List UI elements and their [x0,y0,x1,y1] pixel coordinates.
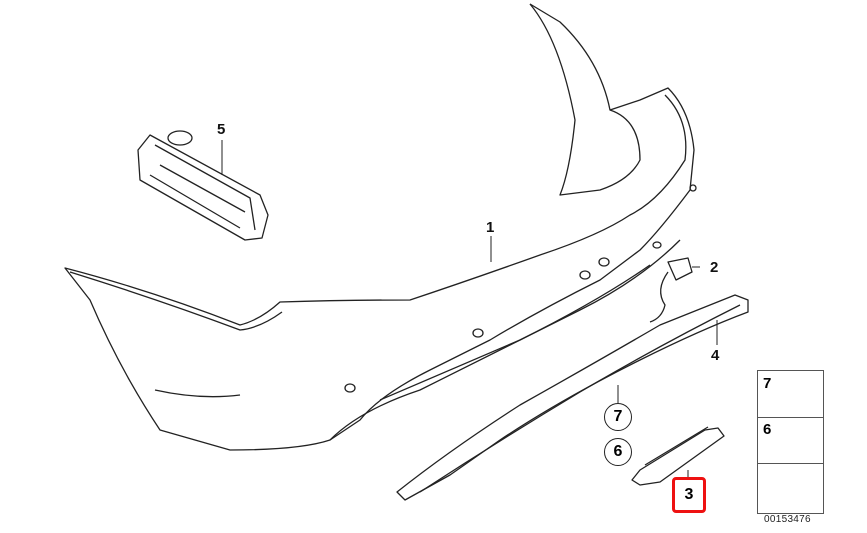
callout-part-7[interactable]: 7 [604,403,632,431]
callout-part-1[interactable]: 1 [486,219,495,236]
callout-part-4[interactable]: 4 [711,347,720,364]
fastener-legend: 7 6 [757,370,824,514]
legend-row-arrow [758,463,823,513]
rear-bumper-part-1 [64,3,695,451]
trim-strip-part-3 [631,427,725,486]
tow-cap-part-2 [667,257,693,281]
legend-number: 7 [763,375,772,392]
legend-row-7[interactable]: 7 [758,371,823,418]
diffuser-trim-part-4 [396,294,749,501]
legend-number: 6 [763,421,772,438]
diagram-number: 00153476 [764,514,811,525]
legend-row-6[interactable]: 6 [758,417,823,464]
callout-part-3-highlighted[interactable]: 3 [672,477,706,513]
bracket-part-5 [137,134,269,241]
callout-part-2[interactable]: 2 [710,259,719,276]
callout-part-6[interactable]: 6 [604,438,632,466]
callout-part-5[interactable]: 5 [217,121,226,138]
